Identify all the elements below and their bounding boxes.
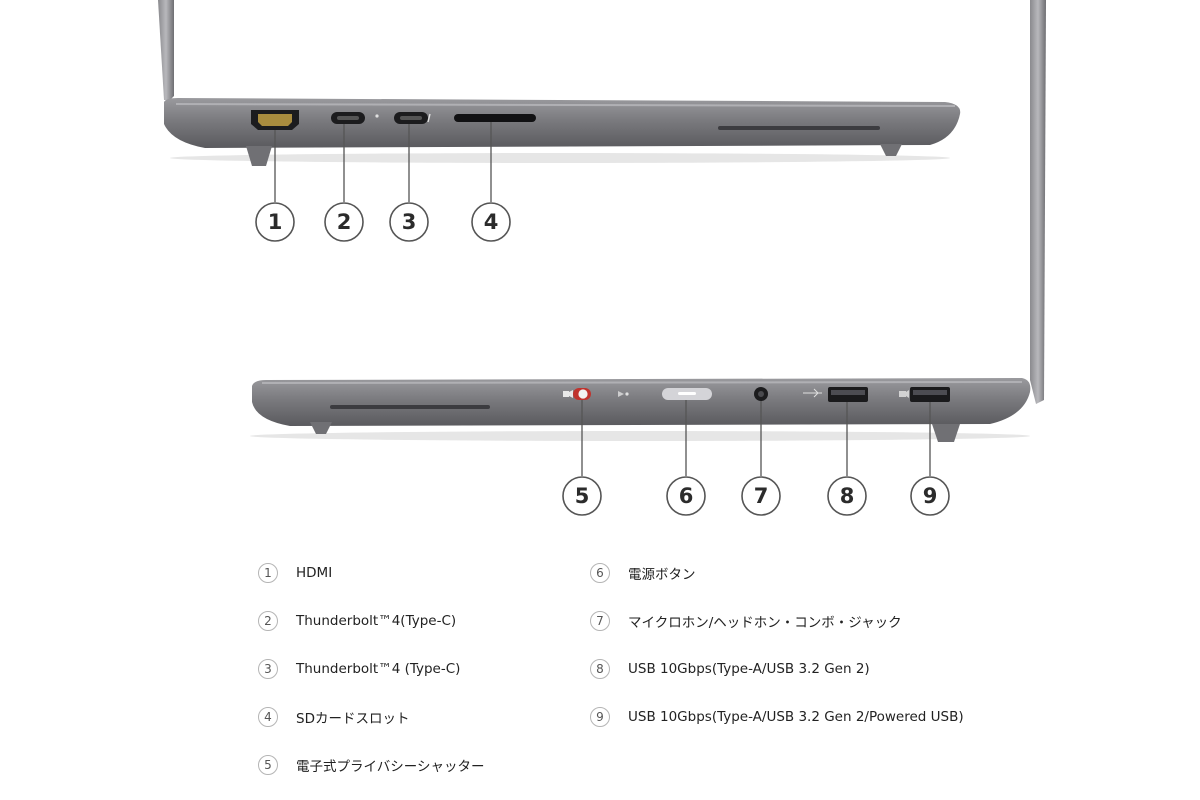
legend-label: USB 10Gbps(Type-A/USB 3.2 Gen 2/Powered … [628, 709, 964, 725]
callout-number: 3 [402, 210, 417, 234]
legend-number-badge: 9 [590, 707, 610, 727]
legend-label: 電源ボタン [628, 567, 696, 583]
sd-card-slot [454, 114, 536, 122]
legend-item-6: 6 電源ボタン [590, 561, 696, 585]
laptop-right-side-view [250, 0, 1046, 442]
legend-number-badge: 8 [590, 659, 610, 679]
laptop-lid [158, 0, 174, 100]
legend-label: SDカードスロット [296, 711, 410, 727]
callout-7: 7 [741, 401, 781, 516]
legend-label: 電子式プライバシーシャッター [296, 759, 485, 775]
callout-4: 4 [471, 122, 511, 242]
legend-item-9: 9 USB 10Gbps(Type-A/USB 3.2 Gen 2/Powere… [590, 705, 964, 729]
callout-number: 4 [484, 210, 499, 234]
legend-number-badge: 2 [258, 611, 278, 631]
legend-label: USB 10Gbps(Type-A/USB 3.2 Gen 2) [628, 661, 870, 677]
callout-8: 8 [827, 402, 867, 516]
callout-1: 1 [255, 130, 295, 242]
legend-number-badge: 6 [590, 563, 610, 583]
foot [932, 424, 960, 442]
legend-item-7: 7 マイクロホン/ヘッドホン・コンボ・ジャック [590, 609, 902, 633]
callout-number: 9 [923, 484, 938, 508]
callout-number: 1 [268, 210, 283, 234]
legend-number-badge: 7 [590, 611, 610, 631]
legend-item-2: 2 Thunderbolt™4(Type-C) [258, 609, 456, 633]
vent-slot [718, 126, 880, 130]
legend-item-4: 4 SDカードスロット [258, 705, 409, 729]
laptop-lid [1030, 0, 1046, 404]
callout-number: 2 [337, 210, 352, 234]
legend-number-badge: 5 [258, 755, 278, 775]
legend-item-3: 3 Thunderbolt™4 (Type-C) [258, 657, 460, 681]
callout-number: 8 [840, 484, 855, 508]
callout-number: 5 [575, 484, 590, 508]
foot [246, 146, 272, 166]
legend-item-8: 8 USB 10Gbps(Type-A/USB 3.2 Gen 2) [590, 657, 870, 681]
legend-label: HDMI [296, 565, 333, 581]
vent-slot [330, 405, 490, 409]
callout-3: 3 [389, 124, 429, 242]
callout-5: 5 [562, 400, 602, 516]
foot [880, 144, 902, 156]
legend-number-badge: 3 [258, 659, 278, 679]
callout-2: 2 [324, 124, 364, 242]
legend-label: マイクロホン/ヘッドホン・コンボ・ジャック [628, 615, 902, 631]
callout-number: 6 [679, 484, 694, 508]
legend-number-badge: 1 [258, 563, 278, 583]
callout-number: 7 [754, 484, 769, 508]
laptop-left-side-view [158, 0, 961, 166]
laptop-ports-diagram: 1 2 3 4 5 6 7 8 9 [158, 0, 1046, 516]
foot [310, 422, 332, 434]
laptop-base [164, 98, 961, 148]
legend-label: Thunderbolt™4(Type-C) [296, 613, 457, 629]
callout-6: 6 [666, 400, 706, 516]
legend-number-badge: 4 [258, 707, 278, 727]
legend-item-1: 1 HDMI [258, 561, 332, 585]
legend-item-5: 5 電子式プライバシーシャッター [258, 753, 484, 777]
callout-9: 9 [910, 402, 950, 516]
legend-label: Thunderbolt™4 (Type-C) [296, 661, 461, 677]
